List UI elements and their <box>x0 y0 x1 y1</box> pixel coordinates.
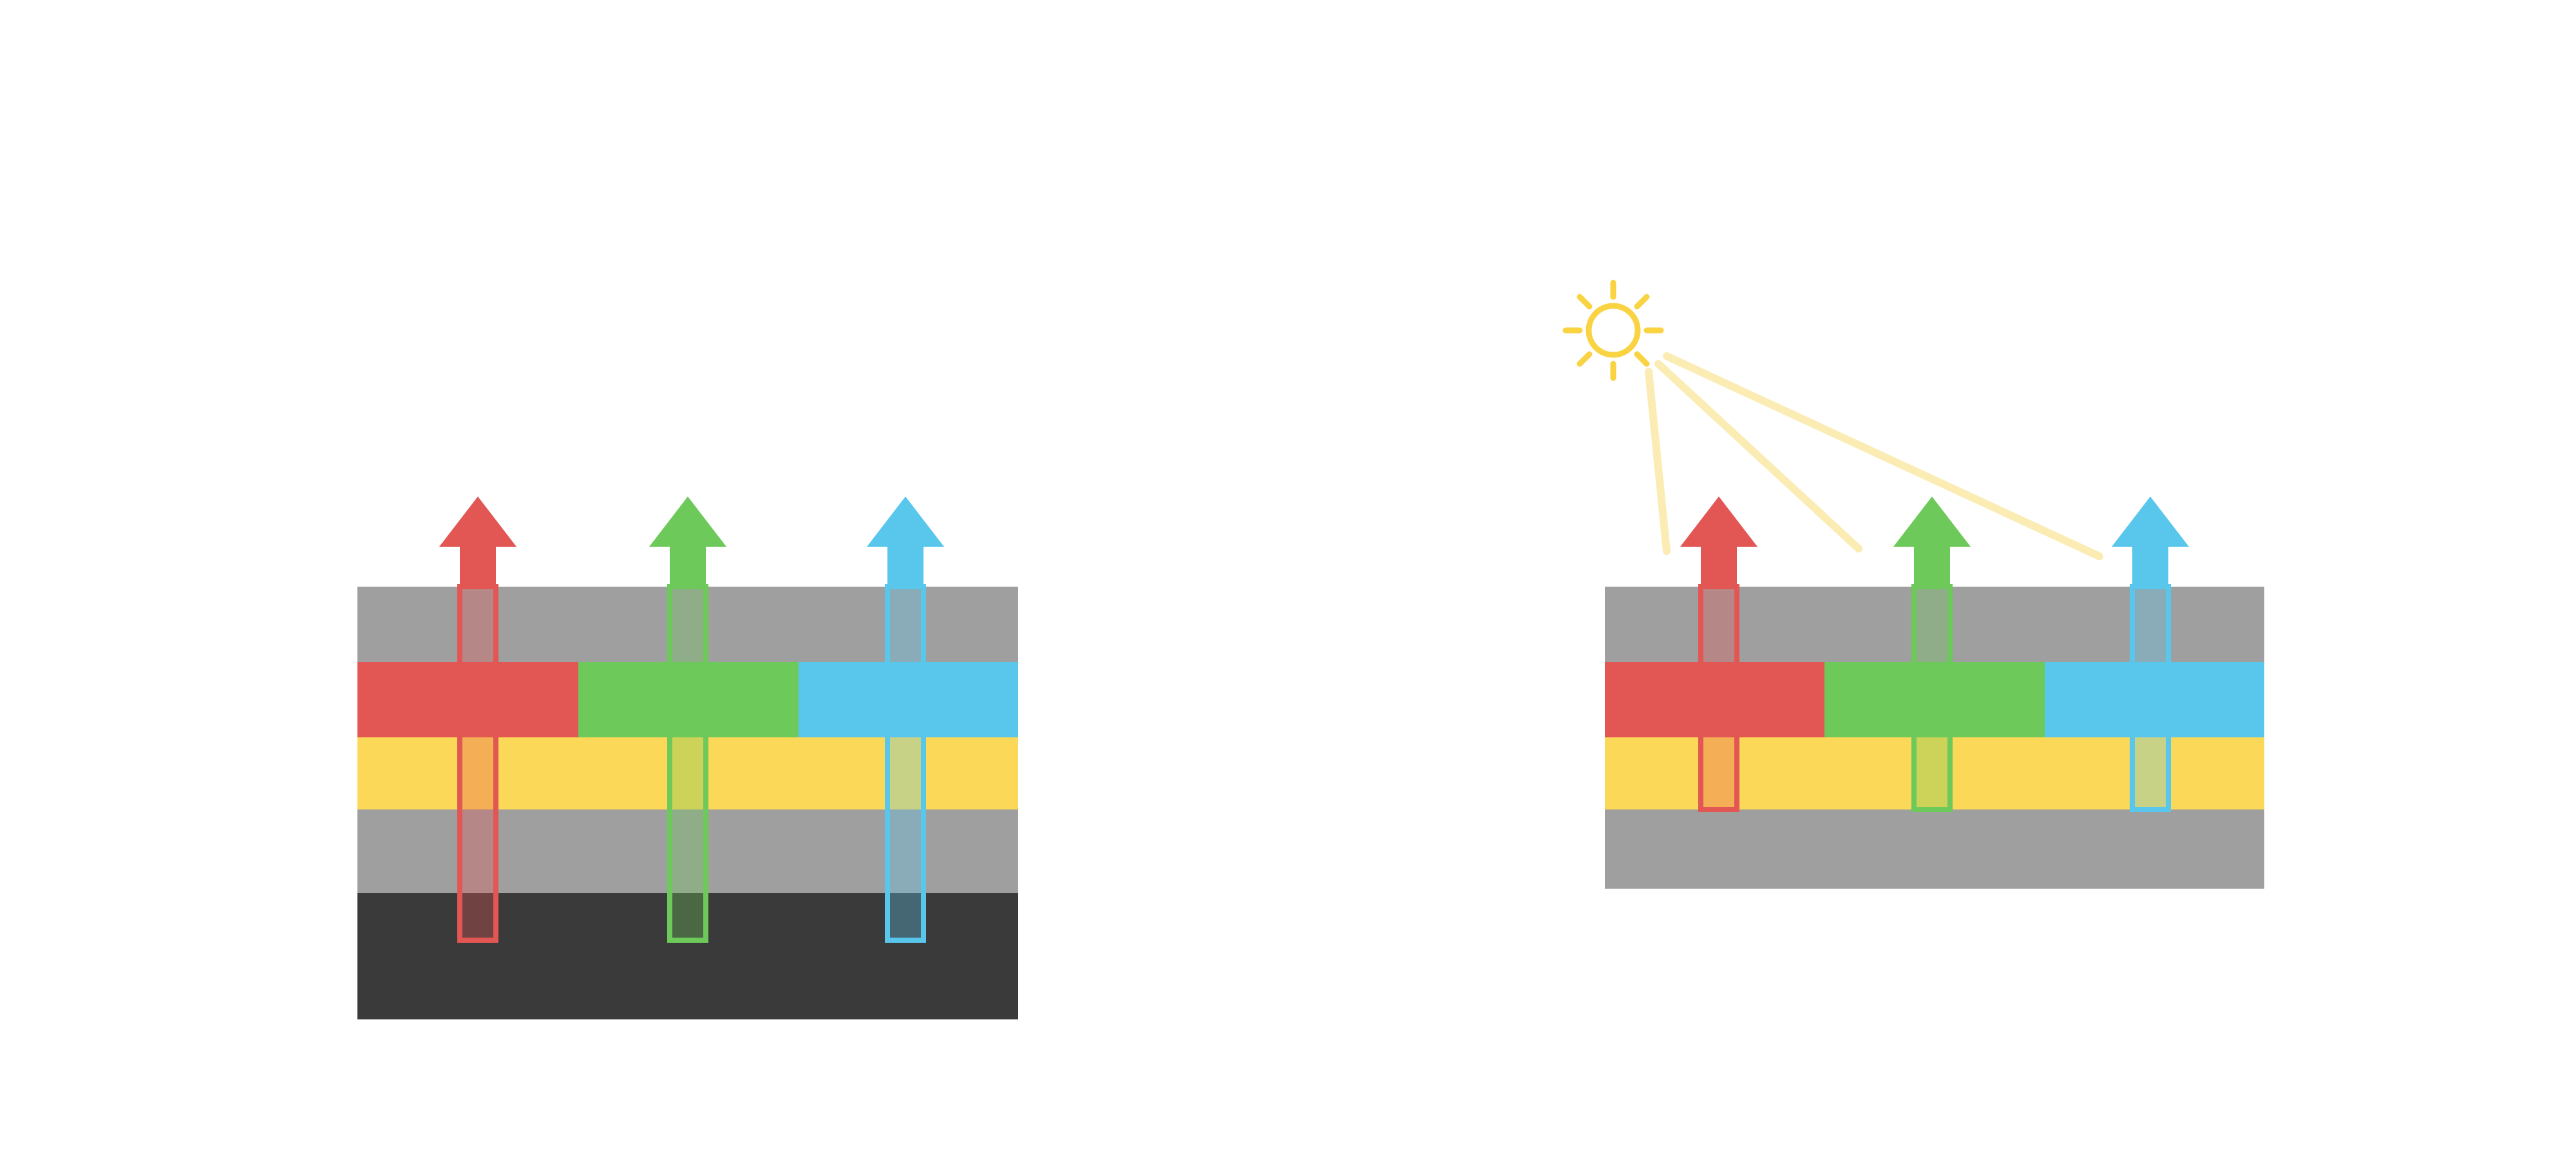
right-red-arrow <box>1680 497 1757 587</box>
right-green-subpixel <box>1824 662 2045 737</box>
light-beam-2 <box>1654 360 1862 553</box>
sun-ray <box>1577 294 1593 310</box>
sun-ray <box>1577 351 1593 367</box>
right-red-subpixel <box>1605 662 1824 737</box>
left-green-arrow <box>649 497 726 587</box>
left-blue-arrow-shaft <box>885 584 926 943</box>
left-gray-layer-bottom <box>357 809 1018 893</box>
right-gray-layer-bottom <box>1605 809 2264 889</box>
left-red-arrow <box>439 497 516 587</box>
sun-core <box>1586 303 1641 358</box>
left-dark-backing-layer <box>357 893 1018 1019</box>
right-blue-arrow-shaft <box>2130 584 2171 812</box>
left-blue-subpixel <box>799 662 1018 737</box>
left-red-subpixel <box>357 662 578 737</box>
right-blue-subpixel <box>2045 662 2264 737</box>
right-gray-layer-top <box>1605 587 2264 662</box>
sun-ray <box>1634 351 1650 367</box>
left-blue-arrow <box>867 497 944 587</box>
reflective-display-figure <box>1562 279 2264 889</box>
sun-ray <box>1634 294 1650 310</box>
left-green-arrow-shaft <box>667 584 708 943</box>
right-yellow-layer <box>1605 737 2264 809</box>
light-beam-3 <box>1663 352 2103 560</box>
sun-icon <box>1562 279 1664 381</box>
left-green-subpixel <box>578 662 799 737</box>
left-red-arrow-shaft <box>457 584 498 943</box>
emissive-display-figure <box>357 497 1018 1019</box>
right-blue-arrow <box>2112 497 2189 587</box>
left-yellow-layer <box>357 737 1018 809</box>
right-green-arrow-shaft <box>1911 584 1953 812</box>
light-beam-1 <box>1645 368 1671 555</box>
right-green-arrow <box>1893 497 1971 587</box>
left-gray-layer-top <box>357 587 1018 662</box>
right-red-arrow-shaft <box>1698 584 1739 812</box>
